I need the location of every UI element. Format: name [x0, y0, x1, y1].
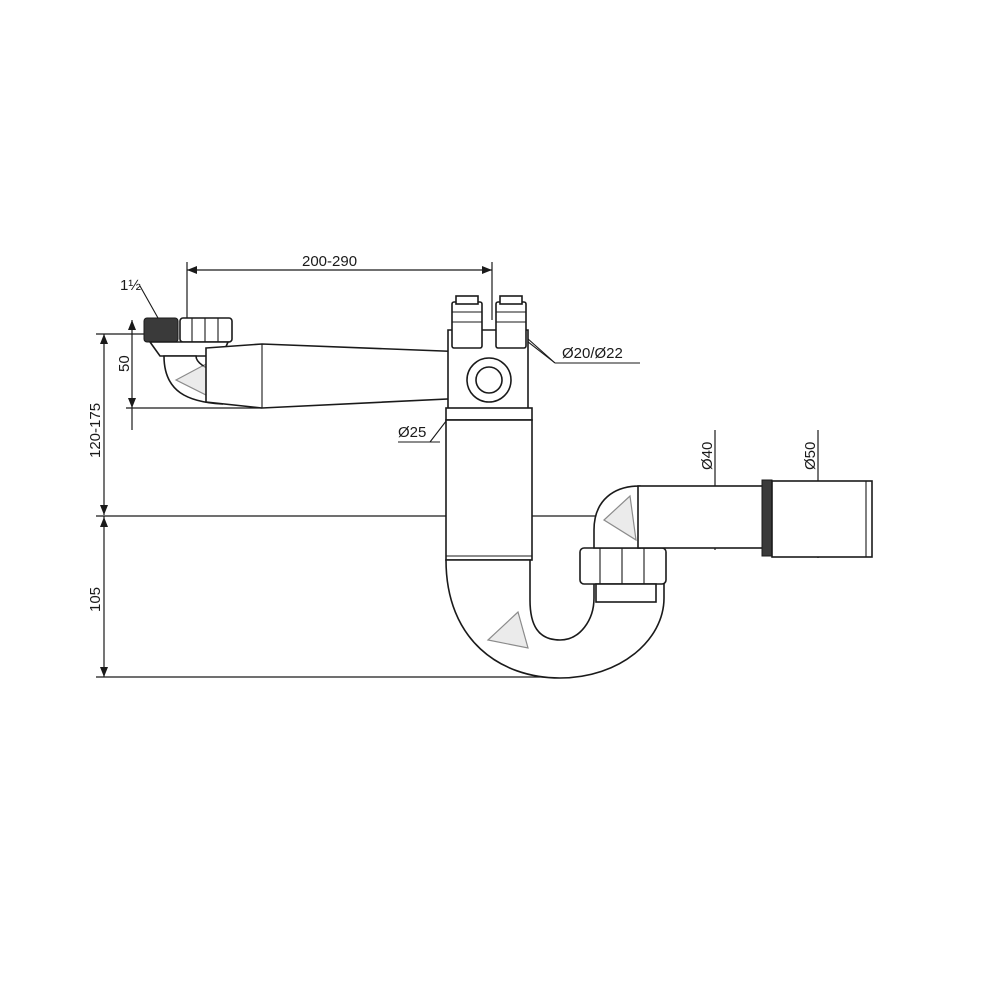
dimension-lines: [96, 262, 819, 678]
thread-size-label: 1½: [120, 277, 141, 294]
outlet-adapter: [761, 479, 873, 558]
length-dimension-label: 200-290: [302, 253, 357, 270]
outlet-diameter-label: Ø50: [802, 442, 819, 470]
outlet-pipe: [637, 485, 765, 549]
horizontal-pipe: [205, 343, 469, 409]
height-range-label: 120-175: [87, 403, 104, 458]
inlet-nut: [143, 317, 233, 357]
trap-body: [445, 295, 533, 561]
inlet-diameter-label: Ø20/Ø22: [562, 345, 623, 362]
drain-diameter-label: Ø25: [398, 424, 426, 441]
lower-height-label: 105: [87, 587, 104, 612]
outlet-nut: [579, 547, 667, 603]
pipe-diameter-label: Ø40: [699, 442, 716, 470]
upper-height-label: 50: [116, 355, 133, 372]
